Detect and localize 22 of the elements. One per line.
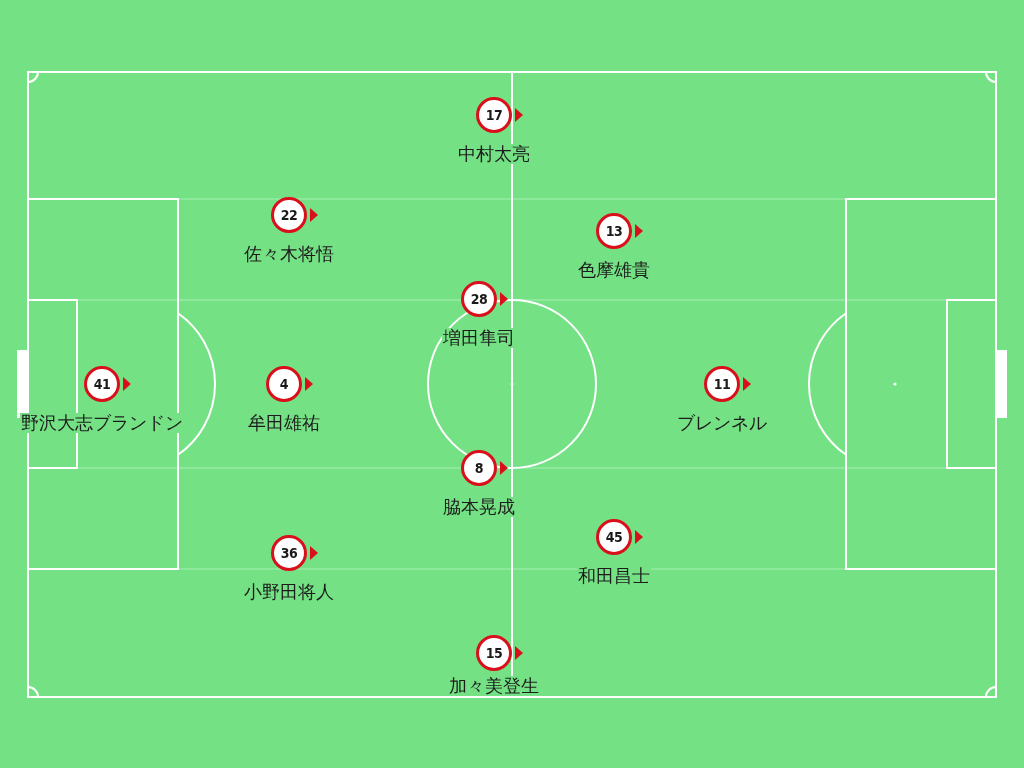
player-name: 加々美登生 (448, 676, 540, 696)
player-name: ブレンネル (676, 413, 768, 433)
number-circle: 13 (596, 213, 632, 249)
number-circle: 15 (476, 635, 512, 671)
number-circle: 17 (476, 97, 512, 133)
number-circle: 4 (266, 366, 302, 402)
player-name: 中村太亮 (457, 144, 531, 164)
number-circle: 45 (596, 519, 632, 555)
player-name: 野沢大志ブランドン (20, 413, 184, 433)
number-circle: 28 (461, 281, 497, 317)
number-circle: 22 (271, 197, 307, 233)
player-name: 佐々木将悟 (243, 244, 335, 264)
player-name: 増田隼司 (442, 328, 516, 348)
player-name: 小野田将人 (243, 582, 335, 602)
player-name: 和田昌士 (577, 566, 651, 586)
number-circle: 11 (704, 366, 740, 402)
number-circle: 8 (461, 450, 497, 486)
number-circle: 36 (271, 535, 307, 571)
player-name: 色摩雄貴 (577, 260, 651, 280)
number-circle: 41 (84, 366, 120, 402)
player-name: 脇本晃成 (442, 497, 516, 517)
player-name: 牟田雄祐 (247, 413, 321, 433)
